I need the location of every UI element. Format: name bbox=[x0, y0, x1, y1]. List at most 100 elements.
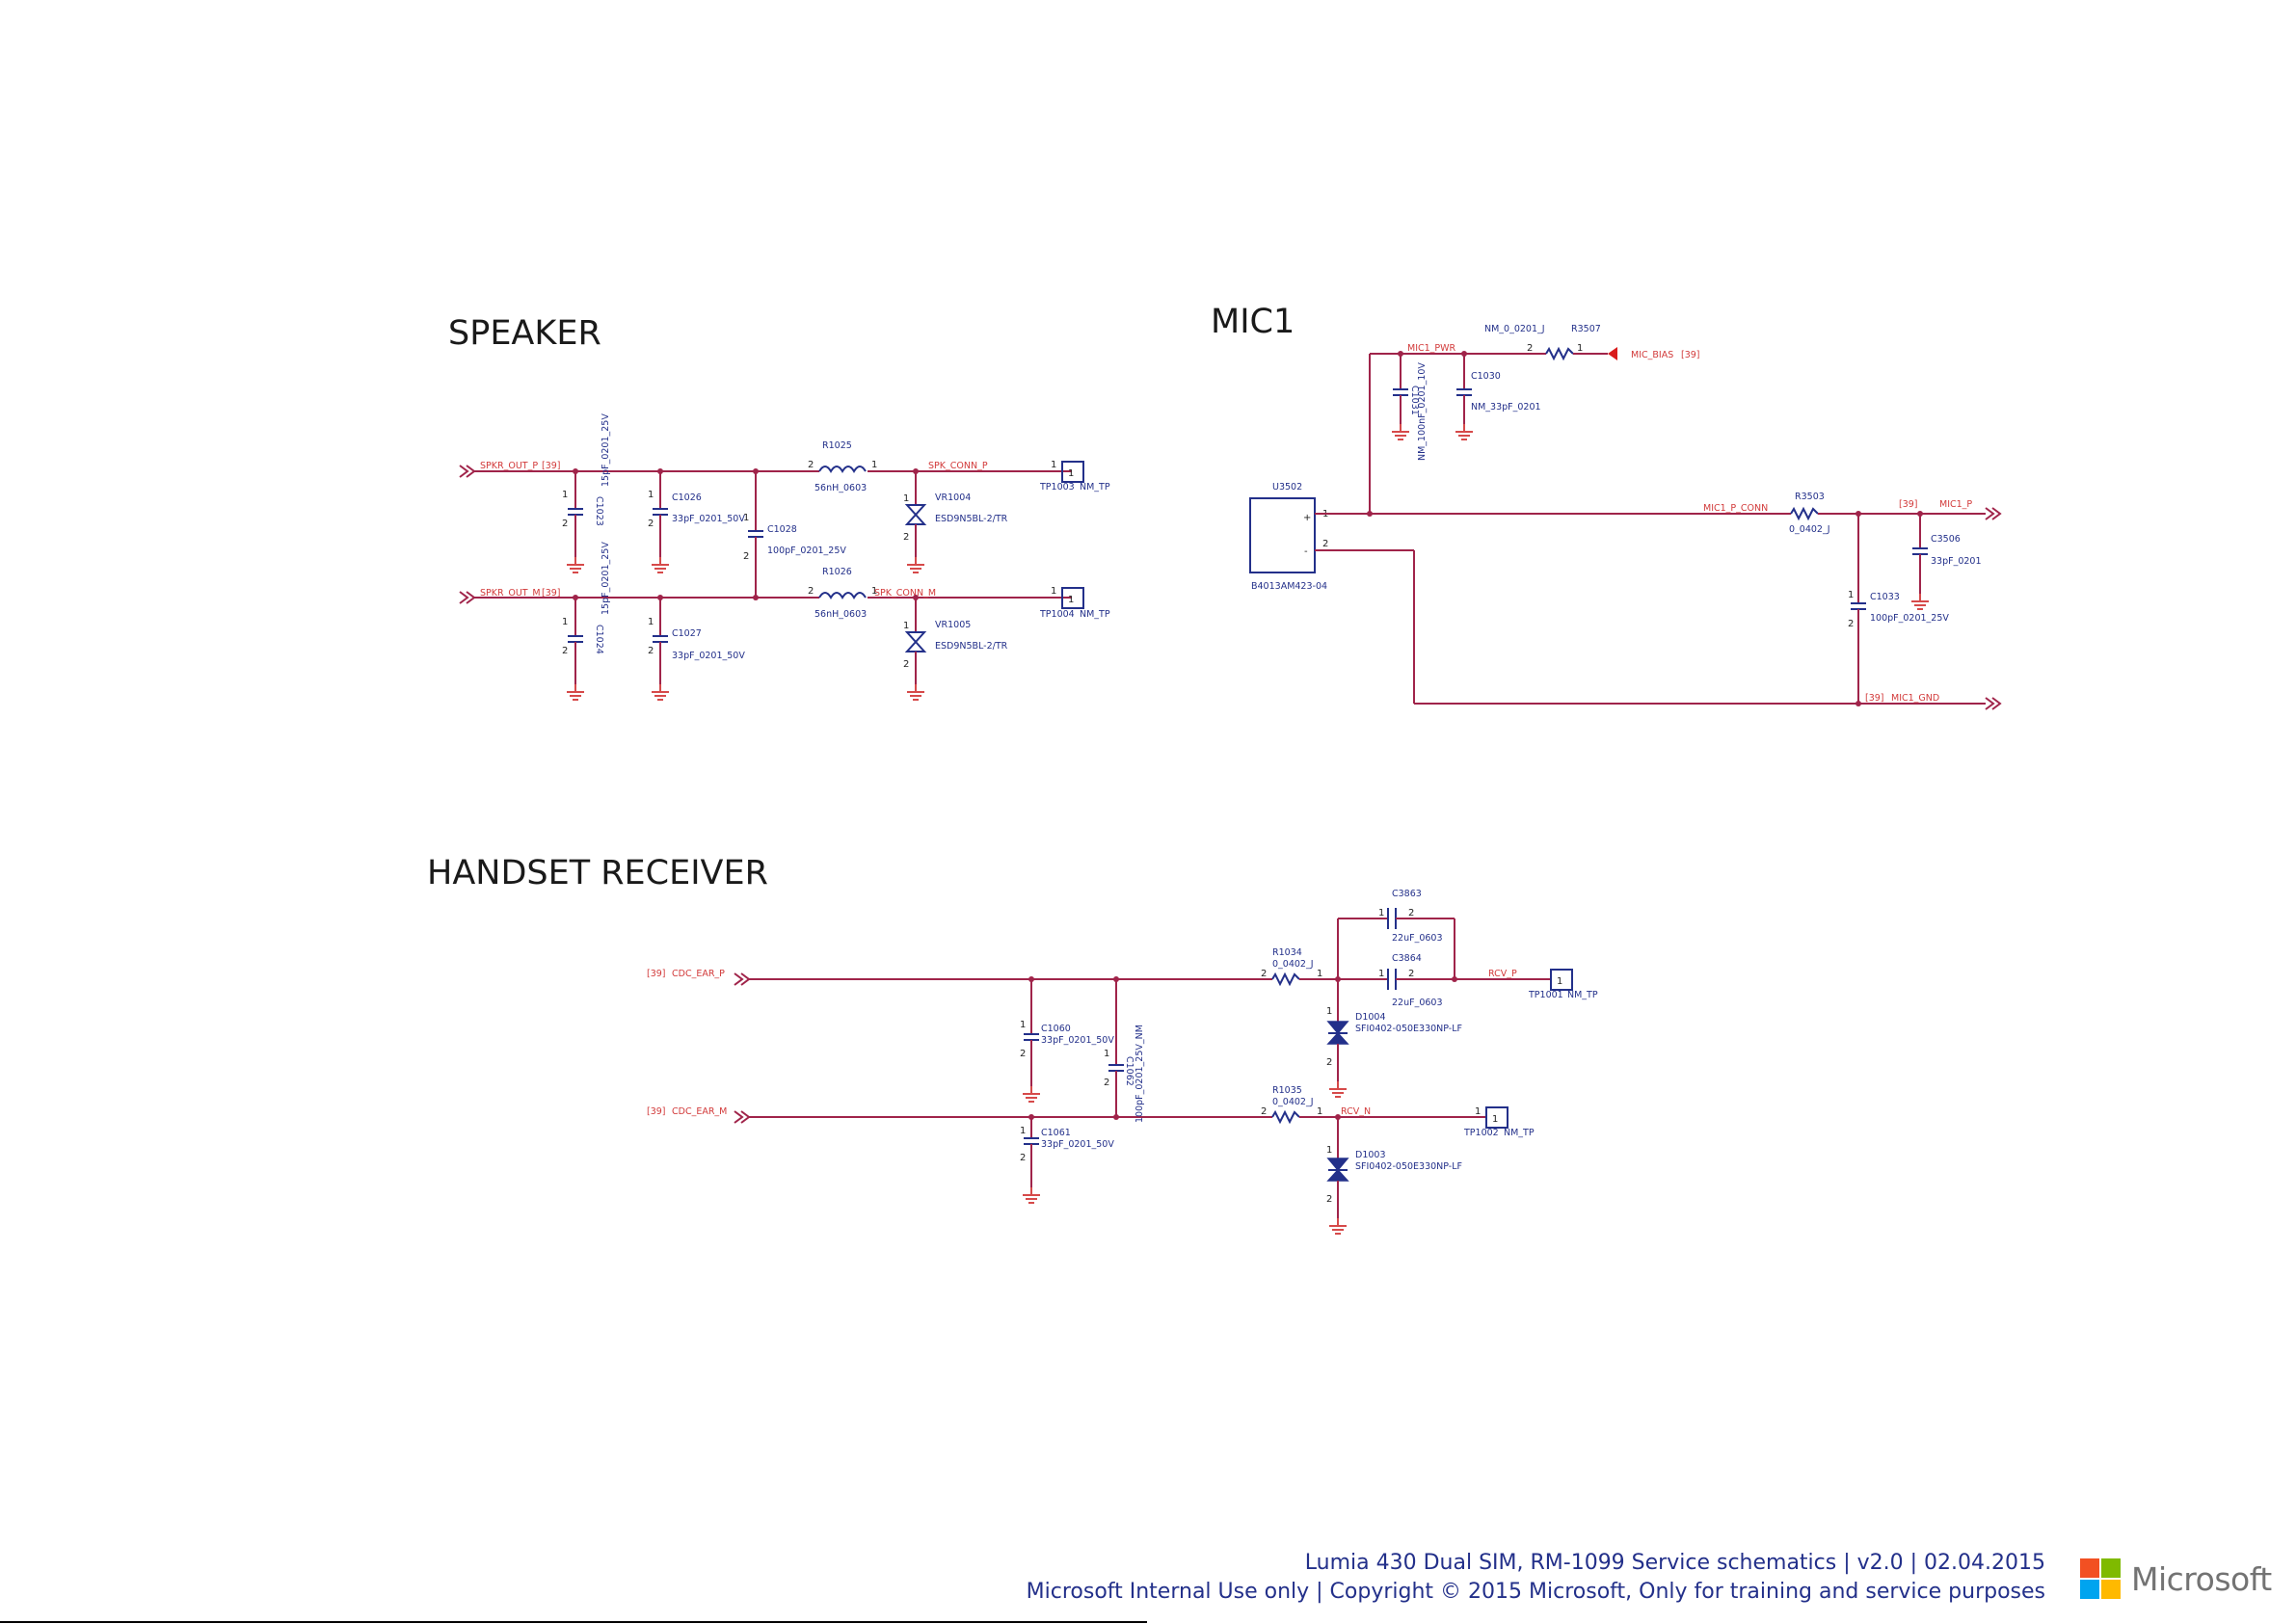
val-r1034: 0_0402_J bbox=[1272, 959, 1314, 970]
net-label-mic1-p: MIC1_P bbox=[1939, 499, 1972, 510]
ref-r1034: R1034 bbox=[1272, 947, 1302, 958]
ref-tp1001: TP1001 bbox=[1528, 990, 1563, 1000]
svg-text:1: 1 bbox=[1378, 908, 1384, 918]
val-c1062: 100pF_0201_25V_NM bbox=[1135, 1025, 1145, 1123]
ref-c3864: C3864 bbox=[1392, 953, 1422, 964]
svg-text:2: 2 bbox=[562, 646, 568, 656]
microsoft-logo: Microsoft bbox=[2080, 1558, 2278, 1603]
ref-vr1004: VR1004 bbox=[935, 493, 971, 503]
svg-text:1: 1 bbox=[1326, 1006, 1332, 1017]
svg-text:2: 2 bbox=[1848, 619, 1854, 629]
svg-text:1: 1 bbox=[1317, 1106, 1322, 1117]
val-r1026: 56nH_0603 bbox=[814, 609, 867, 620]
logo-square-green bbox=[2101, 1558, 2121, 1578]
svg-text:1: 1 bbox=[871, 460, 877, 470]
svg-text:1: 1 bbox=[562, 617, 568, 627]
svg-text:1: 1 bbox=[1051, 586, 1056, 597]
val-c3863: 22uF_0603 bbox=[1392, 933, 1443, 944]
cdc-ear-p-port bbox=[734, 972, 750, 986]
svg-text:1: 1 bbox=[1492, 1114, 1498, 1125]
ref-r3507: R3507 bbox=[1571, 324, 1601, 334]
spkr-out-p-port bbox=[459, 465, 475, 478]
svg-text:2: 2 bbox=[903, 532, 909, 543]
testpoint-tp1004 bbox=[1061, 587, 1084, 609]
logo-square-red bbox=[2080, 1558, 2099, 1578]
val-tp1002: NM_TP bbox=[1504, 1128, 1535, 1138]
svg-text:1: 1 bbox=[648, 490, 654, 500]
testpoint-tp1001 bbox=[1550, 969, 1573, 991]
svg-text:2: 2 bbox=[648, 646, 654, 656]
section-title-handset-receiver: HANDSET RECEIVER bbox=[427, 854, 768, 892]
svg-text:1: 1 bbox=[1378, 969, 1384, 979]
svg-text:2: 2 bbox=[1261, 1106, 1267, 1117]
svg-text:2: 2 bbox=[1020, 1153, 1026, 1163]
svg-text:1: 1 bbox=[903, 493, 909, 504]
inductor-r1026 bbox=[818, 592, 867, 599]
svg-text:2: 2 bbox=[808, 460, 814, 470]
ref-tp1004: TP1004 bbox=[1039, 609, 1075, 620]
net-label-spkr-out-p: SPKR_OUT_P bbox=[480, 461, 538, 471]
inductor-r1025 bbox=[818, 466, 867, 473]
net-label-mic1-pwr: MIC1_PWR bbox=[1407, 343, 1456, 354]
svg-text:1: 1 bbox=[743, 513, 749, 523]
svg-text:2: 2 bbox=[1322, 539, 1328, 549]
val-c1024: 15pF_0201_25V bbox=[601, 542, 611, 615]
val-c1031: NM_100nF_0201_10V bbox=[1417, 362, 1428, 461]
val-c1033: 100pF_0201_25V bbox=[1870, 613, 1949, 624]
svg-text:1: 1 bbox=[1020, 1126, 1026, 1136]
val-c1061: 33pF_0201_50V bbox=[1041, 1139, 1114, 1150]
svg-text:1: 1 bbox=[1317, 969, 1322, 979]
val-tp1004: NM_TP bbox=[1080, 609, 1110, 620]
ref-c1023: C1023 bbox=[594, 496, 604, 526]
val-r1025: 56nH_0603 bbox=[814, 483, 867, 493]
speaker-circuit: SPKR_OUT_P [39] SPKR_OUT_M [39] R1025 56… bbox=[459, 413, 1110, 701]
val-r1035: 0_0402_J bbox=[1272, 1097, 1314, 1107]
val-vr1005: ESD9N5BL-2/TR bbox=[935, 641, 1008, 652]
ref-tp1002: TP1002 bbox=[1463, 1128, 1499, 1138]
net-sheet-ref: [39] bbox=[647, 969, 666, 979]
net-sheet-ref: [39] bbox=[1865, 693, 1884, 704]
footer: Lumia 430 Dual SIM, RM-1099 Service sche… bbox=[1027, 1549, 2045, 1607]
val-c3864: 22uF_0603 bbox=[1392, 998, 1443, 1008]
val-d1003: SFI0402-050E330NP-LF bbox=[1355, 1161, 1462, 1172]
testpoint-tp1002 bbox=[1485, 1106, 1508, 1129]
mic-bias-arrow bbox=[1608, 347, 1617, 360]
ref-c1024: C1024 bbox=[594, 625, 604, 654]
ref-c1061: C1061 bbox=[1041, 1128, 1071, 1138]
svg-text:2: 2 bbox=[1261, 969, 1267, 979]
ref-c1031: C1031 bbox=[1409, 386, 1420, 415]
testpoint-tp1003 bbox=[1061, 461, 1084, 483]
val-vr1004: ESD9N5BL-2/TR bbox=[935, 514, 1008, 524]
ref-d1003: D1003 bbox=[1355, 1150, 1386, 1160]
net-label-spk-conn-m: SPK_CONN_M bbox=[874, 588, 936, 599]
val-c1028: 100pF_0201_25V bbox=[767, 546, 846, 556]
svg-text:2: 2 bbox=[1326, 1057, 1332, 1068]
ref-d1004: D1004 bbox=[1355, 1012, 1386, 1023]
net-sheet-ref: [39] bbox=[542, 588, 561, 599]
ref-r1035: R1035 bbox=[1272, 1085, 1302, 1096]
svg-text:2: 2 bbox=[1326, 1194, 1332, 1205]
ref-vr1005: VR1005 bbox=[935, 620, 971, 630]
svg-text:1: 1 bbox=[1577, 343, 1583, 354]
ref-r3503: R3503 bbox=[1795, 492, 1825, 502]
val-c1030: NM_33pF_0201 bbox=[1471, 402, 1541, 413]
bottom-rule bbox=[0, 1621, 1147, 1623]
svg-text:2: 2 bbox=[1408, 908, 1414, 918]
cdc-ear-m-port bbox=[734, 1110, 750, 1124]
net-label-spkr-out-m: SPKR_OUT_M bbox=[480, 588, 541, 599]
resistor-r1035 bbox=[1271, 1109, 1300, 1125]
section-title-speaker: SPEAKER bbox=[448, 314, 601, 353]
svg-text:1: 1 bbox=[1068, 595, 1074, 605]
svg-text:1: 1 bbox=[871, 586, 877, 597]
svg-text:1: 1 bbox=[648, 617, 654, 627]
net-label-cdc-ear-p: CDC_EAR_P bbox=[672, 969, 725, 979]
ref-r1025: R1025 bbox=[822, 440, 852, 451]
val-tp1003: NM_TP bbox=[1080, 482, 1110, 493]
val-c1026: 33pF_0201_50V bbox=[672, 514, 745, 524]
net-sheet-ref: [39] bbox=[1899, 499, 1918, 510]
val-c3506: 33pF_0201 bbox=[1931, 556, 1982, 567]
svg-text:1: 1 bbox=[903, 621, 909, 631]
val-r3503: 0_0402_J bbox=[1789, 524, 1830, 535]
